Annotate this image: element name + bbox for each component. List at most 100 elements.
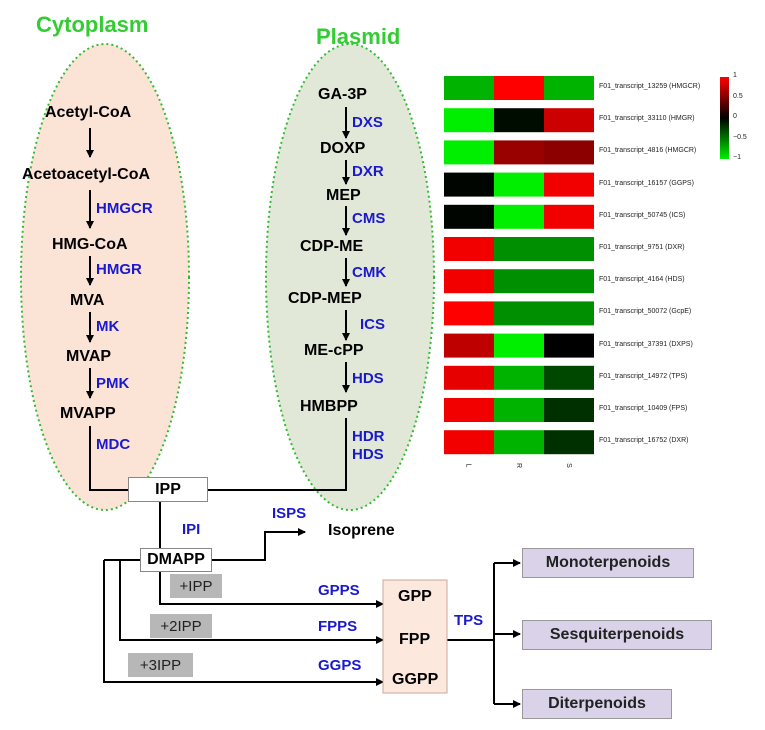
heatmap-cell xyxy=(494,140,544,165)
enzyme-pmk: PMK xyxy=(96,375,130,392)
product-diterpenoids: Diterpenoids xyxy=(522,689,672,719)
heatmap-cell xyxy=(444,269,494,294)
heatmap-row-label: F01_transcript_50745 (ICS) xyxy=(599,211,686,219)
heatmap-cell xyxy=(544,301,594,326)
enzyme-ics: ICS xyxy=(360,316,386,333)
plasmid-compartment xyxy=(265,43,435,511)
heatmap-cell xyxy=(544,365,594,390)
heatmap-cell xyxy=(494,269,544,294)
metabolite-ga-3p: GA-3P xyxy=(318,86,367,103)
metabolite-fpp: FPP xyxy=(399,631,431,648)
add-2ipp-label: +2IPP xyxy=(150,614,212,638)
heatmap-cell xyxy=(544,430,594,455)
heatmap-cell xyxy=(544,237,594,261)
heatmap-row-label: F01_transcript_13259 (HMGCR) xyxy=(599,83,701,90)
heatmap-cell xyxy=(494,204,544,229)
metabolite-mvapp: MVAPP xyxy=(60,405,116,422)
heatmap-row-label: F01_transcript_37391 (DXPS) xyxy=(599,340,693,348)
heatmap-cell xyxy=(494,430,544,455)
enzyme-ipi: IPI xyxy=(182,521,201,538)
metabolite-acetyl-coa: Acetyl-CoA xyxy=(45,104,132,121)
heatmap-cell xyxy=(544,333,594,358)
cytoplasm-title: Cytoplasm xyxy=(36,12,149,37)
heatmap-row-label: F01_transcript_9751 (DXR) xyxy=(599,244,685,251)
heatmap-cell xyxy=(544,76,594,100)
enzyme-hmgcr: HMGCR xyxy=(96,200,153,217)
heatmap-cell xyxy=(494,76,544,100)
heatmap-row-label: F01_transcript_4164 (HDS) xyxy=(599,276,685,284)
enzyme-dxr: DXR xyxy=(352,163,384,180)
heatmap-cell xyxy=(494,398,544,422)
metabolite-hmbpp: HMBPP xyxy=(300,398,358,415)
product-monoterpenoids: Monoterpenoids xyxy=(522,548,694,578)
dmapp-box: DMAPP xyxy=(140,548,212,572)
ipp-box: IPP xyxy=(128,477,208,502)
heatmap-cell xyxy=(544,108,594,133)
cytoplasm-compartment xyxy=(20,43,190,511)
metabolite-cdp-me: CDP-ME xyxy=(300,238,364,255)
heatmap-cell xyxy=(444,76,494,100)
color-scale-tick: −1 xyxy=(733,154,741,161)
enzyme-fpps: FPPS xyxy=(318,618,358,635)
prenyl-box xyxy=(382,579,448,694)
heatmap-cell xyxy=(544,172,594,197)
heatmap-cell xyxy=(544,269,594,294)
heatmap-cell xyxy=(494,237,544,261)
metabolite-mvap: MVAP xyxy=(66,348,112,365)
enzyme-hdr: HDR xyxy=(352,428,385,445)
enzyme-hmgr: HMGR xyxy=(96,261,142,278)
heatmap-column-label: S xyxy=(564,463,572,469)
heatmap-cell xyxy=(444,140,494,165)
enzyme-dxs: DXS xyxy=(352,114,383,131)
enzyme-cms: CMS xyxy=(352,210,386,227)
heatmap-cell xyxy=(444,237,494,261)
heatmap-column-label: L xyxy=(464,463,472,468)
heatmap-cell xyxy=(444,301,494,326)
metabolite-cdp-mep: CDP-MEP xyxy=(288,290,362,307)
heatmap-cell xyxy=(494,365,544,390)
metabolite-mva: MVA xyxy=(70,292,105,309)
heatmap-cell xyxy=(444,108,494,133)
heatmap-cell xyxy=(444,365,494,390)
heatmap-row-label: F01_transcript_50072 (GcpE) xyxy=(599,308,692,316)
heatmap-row-label: F01_transcript_16157 (GGPS) xyxy=(599,179,694,187)
heatmap-column-label: R xyxy=(515,463,523,469)
color-scale-bar xyxy=(720,77,729,159)
heatmap-cell xyxy=(494,333,544,358)
heatmap-cell xyxy=(544,204,594,229)
heatmap-cell xyxy=(444,430,494,455)
enzyme-isps: ISPS xyxy=(272,505,307,522)
color-scale-tick: 0 xyxy=(733,113,737,120)
enzyme-hds-2: HDS xyxy=(352,446,384,463)
metabolite-me-cpp: ME-cPP xyxy=(304,342,364,359)
heatmap-cell xyxy=(444,333,494,358)
heatmap-cell xyxy=(444,398,494,422)
enzyme-gpps: GPPS xyxy=(318,582,360,599)
heatmap-cell xyxy=(444,172,494,197)
heatmap xyxy=(444,76,594,455)
enzyme-hds: HDS xyxy=(352,370,384,387)
heatmap-cell xyxy=(544,140,594,165)
heatmap-row-label: F01_transcript_14972 (TPS) xyxy=(599,372,688,380)
heatmap-cell xyxy=(544,398,594,422)
color-scale-tick: 0.5 xyxy=(733,92,743,100)
metabolite-doxp: DOXP xyxy=(320,140,366,157)
color-scale-tick: −0.5 xyxy=(733,133,747,141)
enzyme-tps: TPS xyxy=(454,612,484,629)
heatmap-row-label: F01_transcript_10409 (FPS) xyxy=(599,405,688,412)
lower-pathway-arrows xyxy=(103,501,521,708)
add-3ipp-label: +3IPP xyxy=(128,653,193,677)
heatmap-row-label: F01_transcript_33110 (HMGR) xyxy=(599,115,695,123)
enzyme-cmk: CMK xyxy=(352,264,387,281)
enzyme-ggps: GGPS xyxy=(318,657,362,674)
metabolite-ggpp: GGPP xyxy=(392,671,439,688)
heatmap-cell xyxy=(494,172,544,197)
metabolite-gpp: GPP xyxy=(398,588,432,605)
add-ipp-label: +IPP xyxy=(170,574,222,598)
heatmap-row-label: F01_transcript_4816 (HMGCR) xyxy=(599,147,697,155)
product-sesquiterpenoids: Sesquiterpenoids xyxy=(522,620,712,650)
enzyme-mdc: MDC xyxy=(96,436,131,453)
heatmap-cell xyxy=(494,301,544,326)
